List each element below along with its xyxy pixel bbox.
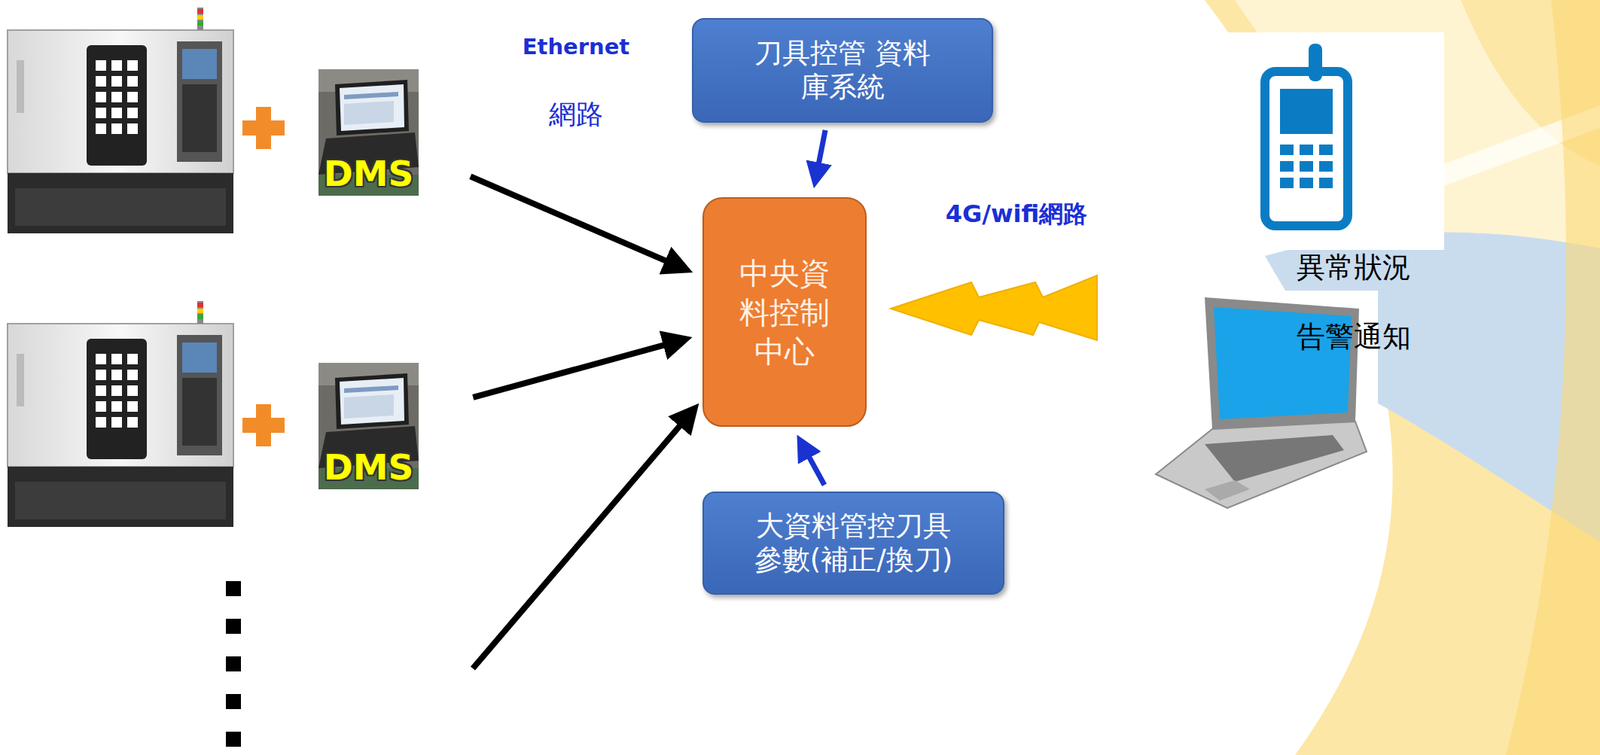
dms-unit: DMS [318, 362, 419, 490]
flow-arrow [816, 130, 826, 179]
flow-arrow [801, 444, 825, 485]
control-center-box: 中央資 料控制 中心 [702, 197, 867, 427]
cnc-machine [7, 7, 234, 234]
wireless-bolt [890, 275, 1098, 341]
box-text: 中央資 料控制 中心 [725, 253, 845, 372]
annotation-label: Ethernet [522, 33, 630, 60]
annotation-label: 4G/wifi網路 [945, 198, 1088, 232]
plus-sign [242, 106, 285, 447]
process-box: 刀具控管 資料庫系統 [691, 18, 994, 123]
continuation-dots [225, 581, 241, 747]
yellow-edge [1505, 0, 1600, 755]
annotation-label: 異常狀況 [1296, 248, 1412, 287]
phone-icon [1224, 32, 1445, 250]
box-text: 刀具控管 資料庫系統 [746, 36, 939, 104]
annotation-label: 網路 [548, 96, 604, 134]
flow-arrow [470, 176, 683, 268]
dms-label: DMS [323, 152, 415, 195]
box-text: 大資料管控刀具 參數(補正/換刀) [741, 509, 966, 577]
process-box: 大資料管控刀具 參數(補正/換刀) [702, 491, 1005, 595]
input-arrow [472, 412, 692, 669]
flow-arrow [472, 340, 681, 398]
dms-label: DMS [323, 446, 415, 488]
annotation-label: 告警通知 [1296, 317, 1412, 357]
yellow-band [1204, 0, 1600, 755]
dms-unit: DMS [318, 69, 419, 196]
